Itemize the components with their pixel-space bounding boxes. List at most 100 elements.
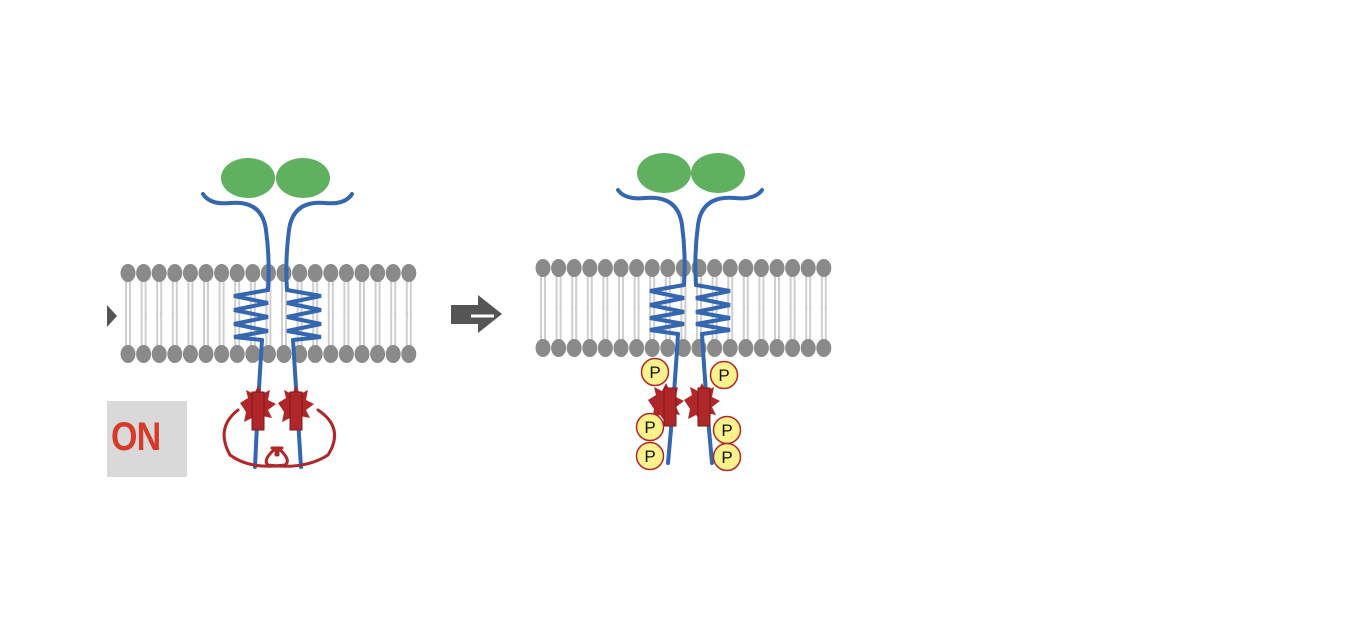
phosphate-group: P <box>709 360 739 390</box>
lipid <box>136 264 152 363</box>
lipid-head <box>276 264 292 282</box>
lipid-head <box>245 345 261 363</box>
lipid-head <box>722 339 738 357</box>
lipid <box>276 264 292 363</box>
lipid-head <box>354 345 370 363</box>
lipid-head <box>675 339 691 357</box>
lipid <box>338 264 354 363</box>
lipid-head <box>566 339 582 357</box>
lipid <box>354 264 370 363</box>
lipid <box>120 264 136 363</box>
ligand-left-b <box>276 158 330 198</box>
lipid-head <box>738 259 754 277</box>
lipid-head <box>401 345 417 363</box>
kinase-left-b <box>289 391 303 431</box>
lipid <box>214 264 230 363</box>
lipid-head <box>769 259 785 277</box>
lipid <box>167 264 183 363</box>
lipid-head <box>753 259 769 277</box>
lipid-head <box>738 339 754 357</box>
lipid-head <box>785 339 801 357</box>
phosphate-label: P <box>718 366 729 385</box>
lipid-head <box>785 259 801 277</box>
kinase-domains-right <box>648 383 720 427</box>
arrow-tip-left-icon <box>107 305 117 327</box>
lipid <box>707 259 723 357</box>
lipid-head <box>707 259 723 277</box>
lipid <box>198 264 214 363</box>
lipid-head <box>136 345 152 363</box>
receptor-chain-left-a <box>201 192 271 292</box>
lipid-head <box>753 339 769 357</box>
lipid-head <box>136 264 152 282</box>
lipid-head <box>644 259 660 277</box>
lipid-head <box>613 259 629 277</box>
phosphate-group: P <box>712 415 742 445</box>
lipid-head <box>800 259 816 277</box>
ligand-right-b <box>691 153 745 193</box>
lipid-head <box>245 264 261 282</box>
lipid-head <box>214 345 230 363</box>
lipid-head <box>385 264 401 282</box>
helix-right-b <box>694 283 731 336</box>
phosphate-label: P <box>721 421 732 440</box>
lipid <box>660 259 676 357</box>
phosphate-label: P <box>644 418 655 437</box>
lipid-head <box>401 264 417 282</box>
ligand-right-a <box>637 153 691 193</box>
lipid-head <box>385 345 401 363</box>
status-badge: ON <box>107 401 187 477</box>
receptor-chain-right-b <box>693 188 764 287</box>
lipid <box>613 259 629 357</box>
lipid-head <box>167 264 183 282</box>
lipid-head <box>535 339 551 357</box>
lipid-head <box>660 339 676 357</box>
lipid-head <box>276 345 292 363</box>
lipid-bilayer-right <box>535 259 832 357</box>
lipid-head <box>370 345 386 363</box>
receptor-chain-right-a <box>616 188 687 287</box>
lipid-head <box>198 345 214 363</box>
lipid-head <box>707 339 723 357</box>
lipid-head <box>354 264 370 282</box>
lipid-head <box>629 339 645 357</box>
lipid-head <box>229 345 245 363</box>
lipid-head <box>182 345 198 363</box>
phosphate-group: P <box>640 357 670 387</box>
lipid-head <box>338 264 354 282</box>
lipid <box>800 259 816 357</box>
lipid-head <box>198 264 214 282</box>
lipid-head <box>816 259 832 277</box>
lipid-head <box>151 345 167 363</box>
phosphate-circle <box>709 360 739 390</box>
receptor-chain-left-b <box>284 192 354 292</box>
helix-left-b <box>285 288 322 342</box>
kinase-right-a <box>663 387 677 427</box>
lipid-head <box>323 264 339 282</box>
phosphate-group: P <box>635 441 665 471</box>
phosphate-label: P <box>649 363 660 382</box>
lipid <box>738 259 754 357</box>
phosphate-label: P <box>721 448 732 467</box>
helix-left-a <box>233 288 270 342</box>
autophosphorylation-arrows <box>222 408 337 468</box>
lipid <box>629 259 645 357</box>
lipid-head <box>613 339 629 357</box>
lipid-head <box>292 264 308 282</box>
receptor-dimer-left <box>201 158 354 469</box>
lipid <box>370 264 386 363</box>
lipid <box>535 259 551 357</box>
lipid-head <box>566 259 582 277</box>
kinase-left-a <box>251 391 265 431</box>
transition-arrow-icon <box>451 295 502 333</box>
lipid-head <box>551 259 567 277</box>
lipid <box>753 259 769 357</box>
phosphate-circle <box>712 442 742 472</box>
lipid <box>582 259 598 357</box>
kinase-domains-left <box>240 386 314 431</box>
lipid <box>401 264 417 363</box>
lipid-head <box>629 259 645 277</box>
lipid <box>769 259 785 357</box>
